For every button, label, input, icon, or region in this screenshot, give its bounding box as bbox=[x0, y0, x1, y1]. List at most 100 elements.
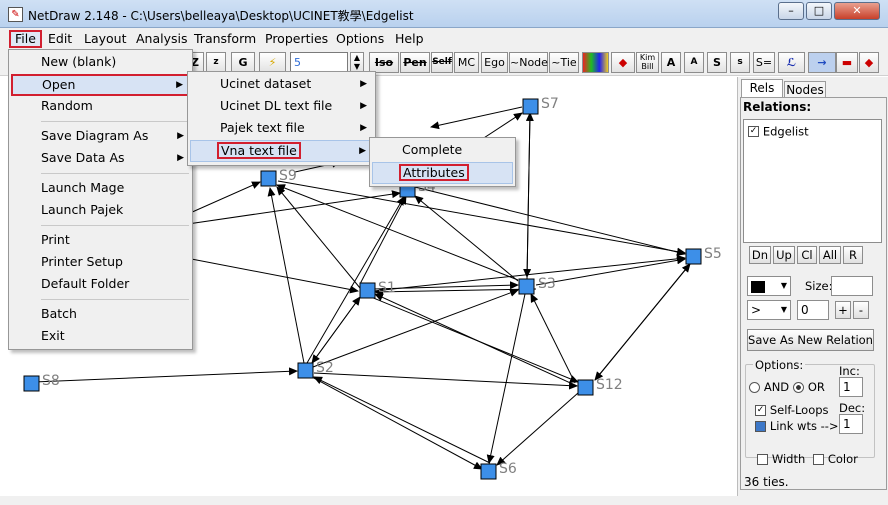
radio-checked-icon[interactable] bbox=[793, 382, 804, 393]
menu-item-save-data-as[interactable]: Save Data As ▶ bbox=[11, 148, 190, 170]
inc-input[interactable]: 1 bbox=[839, 377, 863, 397]
node-s1[interactable] bbox=[359, 282, 376, 299]
menu-item-printer-setup[interactable]: Printer Setup bbox=[41, 254, 123, 269]
and-radio[interactable]: AND bbox=[749, 380, 789, 394]
clear-button[interactable]: Cl bbox=[797, 246, 817, 264]
node-filter-button[interactable]: ~Node bbox=[509, 52, 548, 73]
checkbox-checked-icon[interactable]: ✓ bbox=[755, 405, 766, 416]
close-button[interactable]: ✕ bbox=[834, 2, 880, 20]
menu-item-launch-mage[interactable]: Launch Mage bbox=[41, 180, 125, 195]
menu-file[interactable]: File bbox=[9, 30, 42, 48]
plus-button[interactable]: + bbox=[835, 301, 851, 319]
menu-analysis[interactable]: Analysis bbox=[136, 31, 188, 46]
label-size-small-button[interactable]: A bbox=[684, 52, 704, 73]
arrow-select[interactable]: > ▼ bbox=[747, 300, 791, 320]
node-s2[interactable] bbox=[297, 362, 314, 379]
relation-item-edgelist[interactable]: ✓ Edgelist bbox=[748, 124, 809, 139]
menu-item-ucinet-dataset[interactable]: Ucinet dataset ▶ bbox=[190, 74, 373, 96]
tab-rels[interactable]: Rels bbox=[741, 79, 783, 99]
kim-bill-button[interactable]: Kim Bill bbox=[636, 52, 659, 73]
node-s12[interactable] bbox=[577, 379, 594, 396]
isolates-button[interactable]: Iso bbox=[369, 52, 399, 73]
menu-item-print[interactable]: Print bbox=[41, 232, 70, 247]
node-label-s1: S1 bbox=[378, 280, 396, 296]
tie-filter-button[interactable]: ~Tie bbox=[549, 52, 579, 73]
menu-item-default-folder[interactable]: Default Folder bbox=[41, 276, 130, 291]
or-radio[interactable]: OR bbox=[793, 380, 825, 394]
self-loops-checkbox[interactable]: ✓ Self-Loops bbox=[755, 403, 829, 417]
checkbox-unchecked-icon[interactable] bbox=[757, 454, 768, 465]
node-size-spinner[interactable]: 5 bbox=[290, 52, 348, 73]
node-s9[interactable] bbox=[260, 170, 277, 187]
menu-options[interactable]: Options bbox=[336, 31, 385, 46]
reset-button[interactable]: R bbox=[843, 246, 863, 264]
color-selector[interactable]: ▼ bbox=[747, 276, 791, 296]
chevron-down-icon: ▼ bbox=[780, 305, 787, 314]
width-checkbox[interactable]: Width bbox=[757, 452, 805, 466]
netdraw-app-icon[interactable]: ✎ bbox=[8, 7, 23, 22]
zoom-out-button[interactable]: z bbox=[206, 52, 226, 73]
node-label-s5: S5 bbox=[704, 246, 722, 262]
radio-unchecked-icon[interactable] bbox=[749, 382, 760, 393]
node-s7[interactable] bbox=[522, 98, 539, 115]
menu-transform[interactable]: Transform bbox=[194, 31, 257, 46]
menu-item-attributes[interactable]: Attributes bbox=[372, 162, 513, 184]
line-style-icon[interactable]: ℒ bbox=[778, 52, 805, 73]
menu-item-exit[interactable]: Exit bbox=[41, 328, 65, 343]
checkbox-unchecked-icon[interactable] bbox=[813, 454, 824, 465]
menu-layout[interactable]: Layout bbox=[84, 31, 127, 46]
arrow-direction-icon[interactable]: → bbox=[808, 52, 836, 73]
menu-help[interactable]: Help bbox=[395, 31, 424, 46]
pendants-button[interactable]: Pen bbox=[400, 52, 430, 73]
dec-input[interactable]: 1 bbox=[839, 414, 863, 434]
node-size-large-button[interactable]: S bbox=[707, 52, 727, 73]
menu-item-vna-text[interactable]: Vna text file ▶ bbox=[190, 140, 373, 162]
save-as-new-relation-button[interactable]: Save As New Relation bbox=[747, 329, 874, 351]
menu-item-new-blank[interactable]: New (blank) bbox=[41, 54, 117, 69]
self-loops-button[interactable]: Self bbox=[431, 52, 453, 73]
menu-item-complete[interactable]: Complete bbox=[402, 142, 463, 157]
value-spinner[interactable]: 0 bbox=[797, 300, 829, 320]
minus-button[interactable]: - bbox=[853, 301, 869, 319]
lightning-icon[interactable]: ⚡ bbox=[259, 52, 286, 73]
menu-edit[interactable]: Edit bbox=[48, 31, 73, 46]
graph-button[interactable]: G bbox=[231, 52, 255, 73]
node-red-icon[interactable]: ◆ bbox=[859, 52, 879, 73]
edge bbox=[276, 184, 519, 281]
menu-item-save-diagram-as[interactable]: Save Diagram As ▶ bbox=[11, 126, 190, 148]
color-checkbox[interactable]: Color bbox=[813, 452, 858, 466]
menu-item-open[interactable]: Open ▶ bbox=[11, 74, 190, 96]
maximize-button[interactable]: □ bbox=[806, 2, 832, 20]
menu-separator bbox=[41, 121, 189, 122]
file-menu: New (blank) Open ▶ Random Save Diagram A… bbox=[8, 49, 193, 350]
checkbox-checked-icon[interactable]: ✓ bbox=[748, 126, 759, 137]
link-wts-checkbox[interactable]: Link wts --> bbox=[755, 419, 839, 433]
main-component-button[interactable]: MC bbox=[454, 52, 479, 73]
menu-item-ucinet-dl[interactable]: Ucinet DL text file ▶ bbox=[190, 96, 373, 118]
spinner-arrows-icon[interactable]: ▲▼ bbox=[350, 52, 364, 73]
node-s6[interactable] bbox=[480, 463, 497, 480]
minimize-button[interactable]: – bbox=[778, 2, 804, 20]
submenu-arrow-icon: ▶ bbox=[177, 153, 184, 163]
menu-item-random[interactable]: Random bbox=[41, 98, 93, 113]
menu-properties[interactable]: Properties bbox=[265, 31, 329, 46]
size-equal-button[interactable]: S= bbox=[753, 52, 775, 73]
node-size-small-button[interactable]: s bbox=[730, 52, 750, 73]
relations-list[interactable]: ✓ Edgelist bbox=[743, 119, 882, 243]
node-color-icon[interactable] bbox=[582, 52, 609, 73]
line-color-icon[interactable]: ▬ bbox=[836, 52, 858, 73]
node-shape-icon[interactable]: ◆ bbox=[611, 52, 635, 73]
node-s8[interactable] bbox=[23, 375, 40, 392]
node-s5[interactable] bbox=[685, 248, 702, 265]
down-button[interactable]: Dn bbox=[749, 246, 771, 264]
menu-item-launch-pajek[interactable]: Launch Pajek bbox=[41, 202, 124, 217]
up-button[interactable]: Up bbox=[773, 246, 795, 264]
all-button[interactable]: All bbox=[819, 246, 841, 264]
menu-item-batch[interactable]: Batch bbox=[41, 306, 77, 321]
menu-item-pajek-text[interactable]: Pajek text file ▶ bbox=[190, 118, 373, 140]
checkbox-filled-icon[interactable] bbox=[755, 421, 766, 432]
node-s3[interactable] bbox=[518, 278, 535, 295]
label-size-large-button[interactable]: A bbox=[661, 52, 681, 73]
ego-button[interactable]: Ego bbox=[481, 52, 508, 73]
size-input[interactable] bbox=[831, 276, 873, 296]
